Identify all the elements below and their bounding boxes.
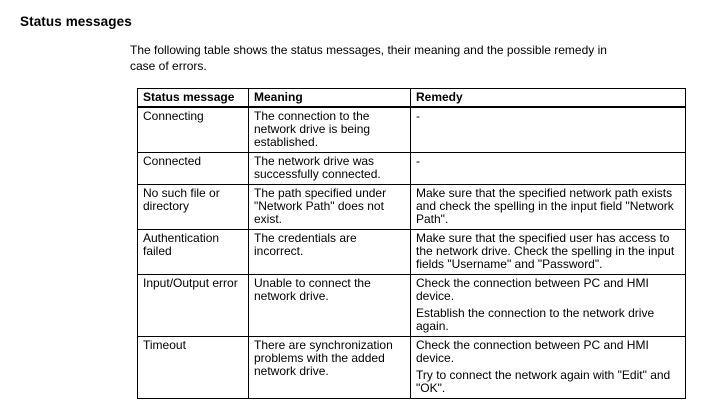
remedy-paragraph: Check the connection between PC and HMI … (416, 276, 649, 303)
table-row: No such file or directory The path speci… (137, 184, 686, 230)
intro-text: The following table shows the status mes… (130, 43, 607, 73)
table-row: Connecting The connection to the network… (137, 106, 686, 153)
table-row: Timeout There are synchronization proble… (137, 336, 686, 399)
meaning-cell: The credentials are incorrect. (248, 229, 411, 275)
status-cell: Timeout (137, 336, 249, 399)
meaning-cell: There are synchronization problems with … (248, 336, 411, 399)
table-header-row: Status message Meaning Remedy (137, 88, 686, 108)
meaning-cell: Unable to connect the network drive. (248, 274, 411, 337)
table-body: Connecting The connection to the network… (137, 106, 686, 399)
remedy-paragraph: Make sure that the specified network pat… (416, 186, 674, 226)
remedy-paragraph: - (416, 154, 420, 168)
remedy-paragraph: Check the connection between PC and HMI … (416, 338, 649, 365)
column-header-status-message: Status message (137, 88, 249, 108)
remedy-paragraph: Make sure that the specified user has ac… (416, 231, 675, 271)
remedy-cell: Make sure that the specified network pat… (410, 184, 686, 230)
remedy-paragraph: Try to connect the network again with "E… (416, 368, 671, 395)
remedy-paragraph: - (416, 109, 420, 123)
remedy-paragraph: Establish the connection to the network … (416, 306, 655, 333)
remedy-cell: - (410, 152, 686, 185)
status-messages-table: Status message Meaning Remedy Connecting… (137, 88, 686, 399)
table-row: Authentication failed The credentials ar… (137, 229, 686, 275)
meaning-cell: The network drive was successfully conne… (248, 152, 411, 185)
table-row: Connected The network drive was successf… (137, 152, 686, 185)
remedy-cell: Check the connection between PC and HMI … (410, 274, 686, 337)
remedy-cell: Check the connection between PC and HMI … (410, 336, 686, 399)
remedy-cell: - (410, 106, 686, 153)
status-cell: Authentication failed (137, 229, 249, 275)
meaning-cell: The connection to the network drive is b… (248, 106, 411, 153)
meaning-cell: The path specified under "Network Path" … (248, 184, 411, 230)
status-cell: Connecting (137, 106, 249, 153)
table-row: Input/Output error Unable to connect the… (137, 274, 686, 337)
remedy-cell: Make sure that the specified user has ac… (410, 229, 686, 275)
status-cell: Input/Output error (137, 274, 249, 337)
status-cell: Connected (137, 152, 249, 185)
status-cell: No such file or directory (137, 184, 249, 230)
page-title: Status messages (20, 14, 132, 29)
column-header-remedy: Remedy (410, 88, 686, 108)
column-header-meaning: Meaning (248, 88, 411, 108)
table-header: Status message Meaning Remedy (137, 88, 686, 108)
